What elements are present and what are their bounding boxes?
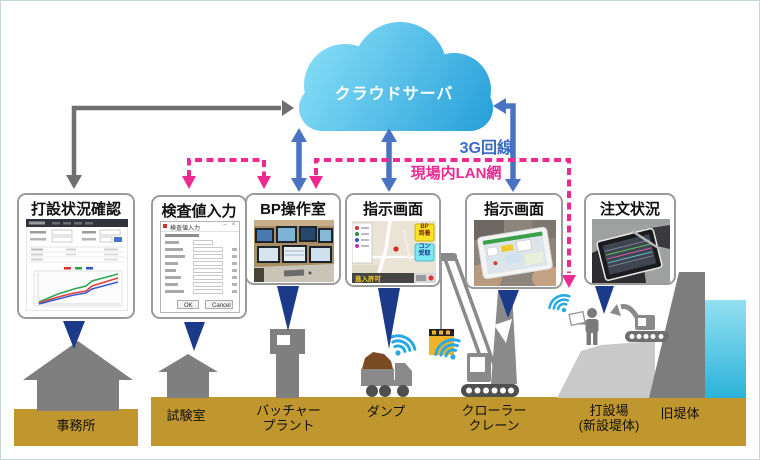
arrow-cloud-instruction2-3g — [493, 98, 521, 192]
station-placement-status: 打設状況確認 — [17, 193, 135, 319]
inspection-dialog-screenshot: 検査値入力 – × OK Cancel — [160, 221, 240, 313]
ground-shapes — [14, 272, 746, 446]
lan-network-label: 現場内LAN網 — [410, 165, 502, 182]
legend-blue — [86, 267, 93, 270]
arrow-to-office — [63, 321, 85, 349]
instruction-tablet-photo — [474, 220, 556, 286]
chart-line-red — [38, 277, 119, 304]
worker-tablet — [568, 310, 586, 327]
legend-green — [75, 267, 82, 270]
reservoir-water — [705, 300, 746, 398]
station-title: 検査値入力 — [161, 203, 237, 220]
crawler-crane-icon — [429, 253, 519, 397]
dump-truck-icon — [361, 352, 412, 397]
chart-line-blue — [38, 281, 119, 305]
cloud-icon — [299, 22, 493, 131]
app-icon — [163, 224, 167, 228]
arrow-cloud-instruction1 — [381, 128, 397, 192]
order-status-photo — [592, 219, 670, 283]
station-instruction-tablet: 指示画面 — [465, 193, 563, 289]
close-icon: × — [231, 222, 236, 228]
station-order-status: 注文状況 — [584, 193, 676, 285]
station-title: 指示画面 — [362, 201, 423, 218]
new-dam-ramp — [557, 341, 655, 398]
map-marker — [393, 246, 399, 252]
truck-load — [362, 352, 393, 369]
station-title: BP操作室 — [260, 201, 326, 218]
label-old-dam: 旧堤体 — [660, 406, 700, 421]
cloud-server-label: クラウドサーバ — [334, 86, 454, 103]
minimize-icon: – — [223, 222, 227, 228]
worker-with-tablet-icon — [568, 308, 599, 345]
batcher-plant-icon — [270, 329, 305, 398]
station-title: 指示画面 — [483, 201, 544, 218]
con-receive-button-bg[interactable] — [414, 243, 435, 262]
office-ground-band — [14, 409, 138, 446]
label-lab: 試験室 — [166, 408, 206, 423]
ok-button[interactable]: OK — [177, 300, 199, 309]
arrow-cloud-bp-room — [291, 128, 307, 192]
label-dump: ダンプ — [366, 404, 406, 419]
con-receive-button-label[interactable]: コン受取 — [418, 244, 431, 257]
arrow-office-cloud — [66, 100, 294, 189]
arrow-to-site — [595, 286, 614, 314]
instruction-map-screenshot — [352, 221, 436, 283]
station-title: 打設状況確認 — [30, 201, 121, 218]
excavator-icon — [610, 304, 669, 342]
station-bp-room: BP操作室 — [245, 193, 341, 285]
label-placement-site: 打設場(新設堤体) — [578, 403, 640, 433]
lab-house-icon — [158, 354, 218, 398]
bp-room-photo — [254, 220, 334, 282]
dialog-subtitle-bar — [165, 234, 199, 237]
arrow-to-lab — [184, 322, 205, 351]
bp-arrival-button-bg[interactable] — [414, 223, 435, 242]
label-crawler-crane: クローラークレーン — [461, 403, 527, 433]
chart-line-green — [38, 273, 119, 303]
site-ground-band — [151, 397, 746, 446]
old-dam-shape — [649, 272, 705, 398]
lan-arrowheads — [182, 176, 576, 288]
station-title: 注文状況 — [599, 201, 660, 218]
placement-status-screenshot — [26, 219, 128, 311]
stylus — [631, 229, 661, 251]
label-office: 事務所 — [56, 418, 96, 433]
arrow-to-batcher — [277, 286, 299, 331]
legend-red — [64, 267, 71, 270]
office-house-icon — [23, 341, 133, 411]
arrow-to-dump — [378, 288, 400, 349]
lan-dashed-lines — [187, 158, 571, 273]
label-batcher-plant: バッチャープラント — [256, 403, 321, 433]
dialog-titlebar: 検査値入力 – × — [161, 222, 239, 232]
station-inspection-input: 検査値入力 検査値入力 – × OK Cancel — [151, 195, 247, 319]
cancel-button[interactable]: Cancel — [205, 300, 233, 309]
g3-line-label: 3G回線 — [459, 140, 513, 157]
entry-permission-status: 進入許可 — [355, 276, 381, 283]
dialog-title: 検査値入力 — [170, 226, 201, 232]
station-down-arrows — [63, 286, 614, 351]
arrow-to-crane — [498, 290, 519, 318]
